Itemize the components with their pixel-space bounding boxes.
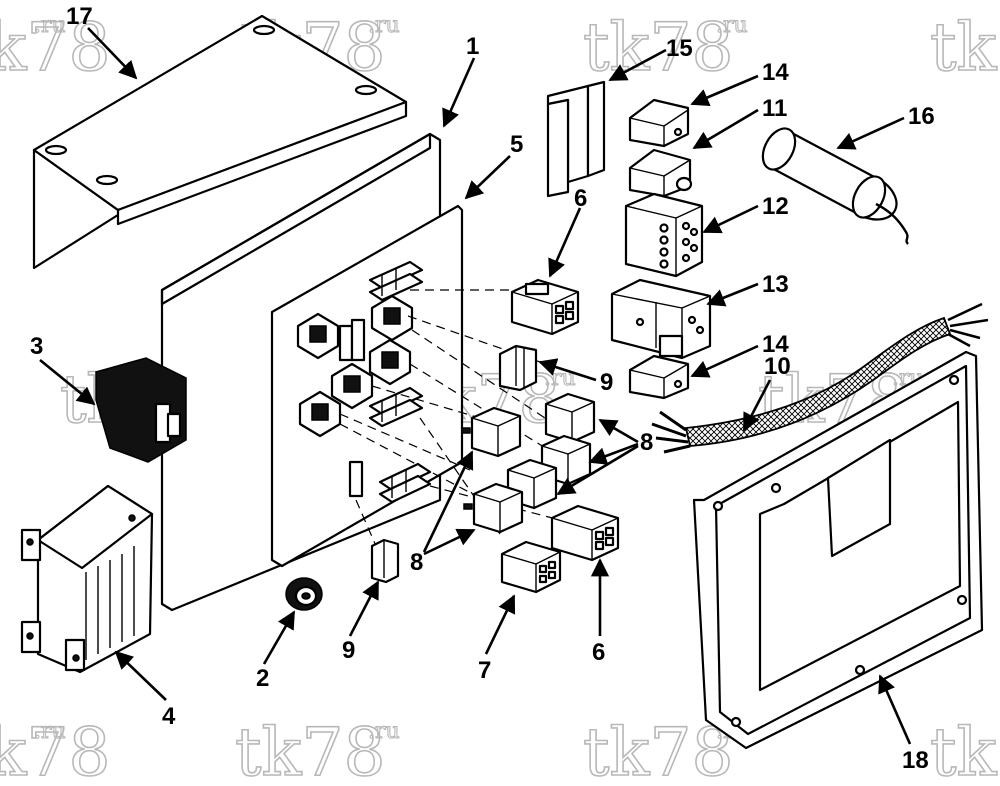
- svg-text:.ru: .ru: [34, 719, 66, 744]
- callout-7: 7: [478, 657, 491, 684]
- callout-3: 3: [30, 333, 43, 360]
- svg-text:.ru: .ru: [368, 719, 400, 744]
- callout-6-top: 6: [574, 185, 587, 212]
- callout-labels: 17 1 5 15 14 11 16 12 13 14 6 3 9 10 8 8…: [30, 3, 935, 774]
- end-cap-part-14-bottom: [628, 354, 690, 400]
- fuse-holder-part-9-top: [498, 344, 538, 392]
- callout-15: 15: [666, 35, 693, 62]
- plug-connector-part-6-top: [510, 278, 580, 336]
- callout-13: 13: [762, 271, 789, 298]
- relay-socket: [330, 362, 374, 410]
- relay: [544, 392, 596, 444]
- svg-text:.ru: .ru: [368, 13, 400, 38]
- watermark: tk78 .ru: [582, 8, 748, 87]
- transformer-part-4: [20, 484, 154, 674]
- terminal-block-part-12: [624, 192, 704, 278]
- capacitor-part-16: [761, 127, 909, 245]
- end-cap-part-14-top: [628, 98, 690, 148]
- relay-socket: [370, 294, 414, 342]
- svg-text:tk78: tk78: [583, 714, 734, 786]
- socket-connector-part-7: [500, 540, 562, 594]
- svg-text:tk78: tk78: [583, 9, 734, 86]
- terminal-strips: [368, 260, 432, 504]
- callout-10: 10: [764, 353, 791, 380]
- svg-text:tk78: tk78: [0, 9, 111, 86]
- callout-9-top: 9: [600, 369, 613, 396]
- terminal-strip: [368, 386, 424, 428]
- callout-2: 2: [256, 665, 269, 692]
- board-fuse-holders: [338, 318, 366, 498]
- callout-8-left: 8: [410, 549, 423, 576]
- relay-socket: [296, 312, 340, 360]
- clip-part-15: [546, 80, 606, 198]
- callout-16: 16: [908, 103, 935, 130]
- svg-text:.ru: .ru: [544, 366, 576, 391]
- wiring-harness-part-10: [651, 302, 989, 454]
- callout-8-right: 8: [640, 429, 653, 456]
- callout-5: 5: [510, 131, 523, 158]
- terminal-block-part-11: [628, 148, 693, 198]
- relay-sockets: [296, 294, 414, 438]
- callout-4: 4: [162, 703, 176, 730]
- svg-text:tk78: tk78: [930, 9, 1000, 86]
- watermark: tk78: [929, 713, 1000, 786]
- assembly-lines: [339, 289, 561, 547]
- callout-1: 1: [466, 33, 479, 60]
- callout-12: 12: [762, 193, 789, 220]
- terminal-block-part-13: [610, 278, 712, 360]
- relay-socket: [368, 338, 412, 386]
- svg-text:.ru: .ru: [716, 13, 748, 38]
- watermark: tk78: [929, 8, 1000, 87]
- callout-17: 17: [66, 3, 93, 30]
- connector-block-part-3: [95, 357, 187, 463]
- callout-18: 18: [902, 747, 929, 774]
- relay: [463, 482, 524, 534]
- watermark: tk78 .ru: [0, 713, 111, 786]
- terminal-strip: [378, 462, 432, 504]
- terminal-strip: [368, 260, 424, 302]
- plug-connector-part-6-bottom: [550, 504, 620, 562]
- svg-text:.ru: .ru: [34, 13, 66, 38]
- callout-14-bottom: 14: [762, 331, 789, 358]
- svg-text:tk78: tk78: [930, 714, 1000, 786]
- watermark: tk78 .ru: [234, 713, 400, 786]
- mounting-plate-part-18: [692, 350, 984, 750]
- relay: [461, 406, 522, 458]
- fuse-holder-part-9-bottom: [370, 538, 400, 584]
- callout-11: 11: [762, 95, 787, 122]
- watermark: tk78 .ru: [0, 8, 111, 87]
- relay-socket: [298, 390, 342, 438]
- leader-arrows: [39, 27, 912, 745]
- relays-part-8: [461, 392, 596, 534]
- svg-text:tk78: tk78: [0, 714, 111, 786]
- grommet-part-2: [285, 577, 323, 611]
- bracket-part-17: [32, 14, 408, 270]
- callout-6-bottom: 6: [592, 639, 605, 666]
- svg-text:tk78: tk78: [235, 714, 386, 786]
- callout-14-top: 14: [762, 59, 789, 86]
- callout-9-bottom: 9: [342, 637, 355, 664]
